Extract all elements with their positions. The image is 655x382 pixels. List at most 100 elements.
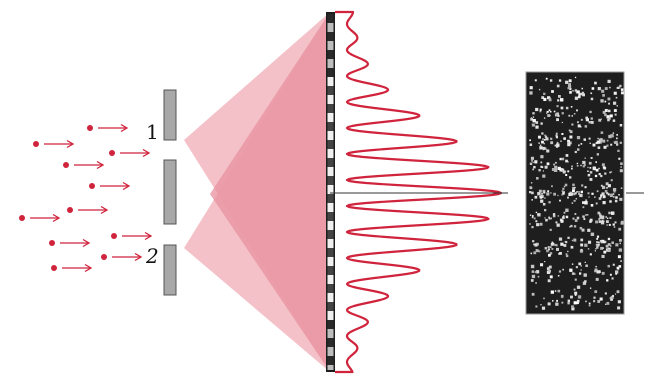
particle-hit bbox=[602, 185, 606, 189]
particle-hit bbox=[574, 150, 577, 154]
particle-7 bbox=[67, 205, 109, 215]
particle-hit bbox=[533, 166, 536, 169]
particle-hit bbox=[605, 244, 609, 248]
particle-hit bbox=[556, 223, 560, 227]
particle-hit bbox=[549, 79, 553, 82]
particle-hit bbox=[579, 193, 583, 198]
particle-hit bbox=[583, 218, 586, 220]
particle-hit bbox=[603, 145, 607, 149]
particle-hit bbox=[537, 213, 541, 217]
particle-hit bbox=[572, 189, 575, 193]
particle-dot-icon bbox=[63, 162, 69, 168]
particle-hit bbox=[593, 300, 596, 303]
particle-hit bbox=[584, 201, 588, 205]
particle-hit bbox=[565, 208, 569, 212]
particle-hit bbox=[540, 122, 543, 125]
particle-hit bbox=[611, 277, 614, 280]
particle-hit bbox=[599, 215, 603, 218]
particle-hit bbox=[539, 110, 542, 113]
particle-hit bbox=[549, 246, 552, 249]
particle-hit bbox=[588, 240, 592, 244]
particle-hit bbox=[597, 137, 599, 140]
particle-hit bbox=[569, 226, 571, 228]
particle-hit bbox=[557, 289, 561, 293]
particle-hit bbox=[535, 220, 538, 223]
particle-hit bbox=[603, 241, 606, 244]
particle-4 bbox=[109, 148, 151, 158]
particle-hit bbox=[531, 216, 534, 219]
particle-hit bbox=[578, 262, 582, 266]
particle-hit bbox=[557, 215, 560, 217]
particle-hit bbox=[616, 143, 619, 146]
particle-hit bbox=[607, 264, 610, 268]
particle-hit bbox=[531, 123, 535, 127]
particle-hit bbox=[565, 241, 568, 244]
particle-hit bbox=[567, 87, 570, 90]
particle-hit bbox=[569, 130, 573, 134]
particle-hit bbox=[580, 143, 583, 145]
particle-hit bbox=[609, 273, 612, 276]
particle-hit bbox=[558, 79, 562, 82]
particle-hit bbox=[550, 192, 552, 194]
particle-hit bbox=[539, 222, 543, 226]
particle-hit bbox=[618, 248, 622, 252]
arrow-head-icon bbox=[144, 231, 153, 241]
particle-hit bbox=[562, 170, 566, 174]
particle-hit bbox=[587, 192, 590, 195]
particle-hit bbox=[549, 275, 553, 279]
particle-hit bbox=[590, 97, 594, 101]
particle-hit bbox=[548, 269, 551, 273]
particle-hit bbox=[609, 200, 612, 203]
particle-hit bbox=[580, 243, 584, 247]
particle-hit bbox=[547, 96, 550, 100]
particle-hit bbox=[549, 114, 551, 117]
particle-hit bbox=[538, 135, 541, 139]
particle-hit bbox=[549, 252, 553, 255]
particle-hit bbox=[556, 247, 559, 251]
particle-hit bbox=[587, 214, 589, 216]
particle-hit bbox=[541, 96, 545, 99]
particle-hit bbox=[546, 149, 550, 153]
particle-hit bbox=[554, 144, 557, 147]
particle-hit bbox=[585, 116, 588, 120]
particle-hit bbox=[561, 301, 564, 304]
particle-hit bbox=[570, 224, 573, 228]
particle-hit bbox=[547, 302, 551, 306]
particle-hit bbox=[620, 260, 622, 262]
particle-hit bbox=[565, 254, 569, 258]
particle-hit bbox=[529, 214, 532, 216]
particle-hit bbox=[531, 274, 536, 279]
detector-stripe bbox=[327, 203, 334, 212]
particle-hit bbox=[529, 86, 533, 90]
particle-hit bbox=[609, 114, 613, 118]
particle-10 bbox=[101, 252, 143, 262]
particle-hit bbox=[595, 202, 598, 205]
particle-hit bbox=[601, 241, 603, 244]
particle-hit bbox=[583, 273, 587, 277]
particle-hit bbox=[616, 134, 618, 136]
particle-hit bbox=[582, 201, 585, 204]
particle-hit bbox=[572, 90, 574, 92]
particle-hit bbox=[555, 302, 559, 306]
particle-hit bbox=[544, 217, 546, 219]
particle-2 bbox=[87, 123, 129, 133]
detector-stripe bbox=[327, 194, 334, 203]
particle-hit bbox=[546, 162, 550, 166]
particle-hit bbox=[542, 138, 544, 140]
particle-hit bbox=[533, 251, 537, 255]
particle-hit bbox=[574, 186, 576, 189]
particle-hit bbox=[569, 135, 573, 139]
particle-hit bbox=[572, 187, 576, 190]
particle-dot-icon bbox=[67, 207, 73, 213]
particle-hit bbox=[531, 292, 535, 296]
particle-hit bbox=[571, 123, 574, 126]
particle-hit bbox=[606, 192, 609, 195]
particle-hit bbox=[534, 195, 538, 199]
particle-hit bbox=[540, 304, 542, 306]
particle-hit bbox=[584, 186, 587, 189]
particle-hit bbox=[606, 220, 609, 223]
particle-dot-icon bbox=[51, 265, 57, 271]
detector-stripe bbox=[327, 59, 334, 68]
particle-hit bbox=[578, 95, 581, 99]
particle-hit bbox=[621, 91, 624, 95]
